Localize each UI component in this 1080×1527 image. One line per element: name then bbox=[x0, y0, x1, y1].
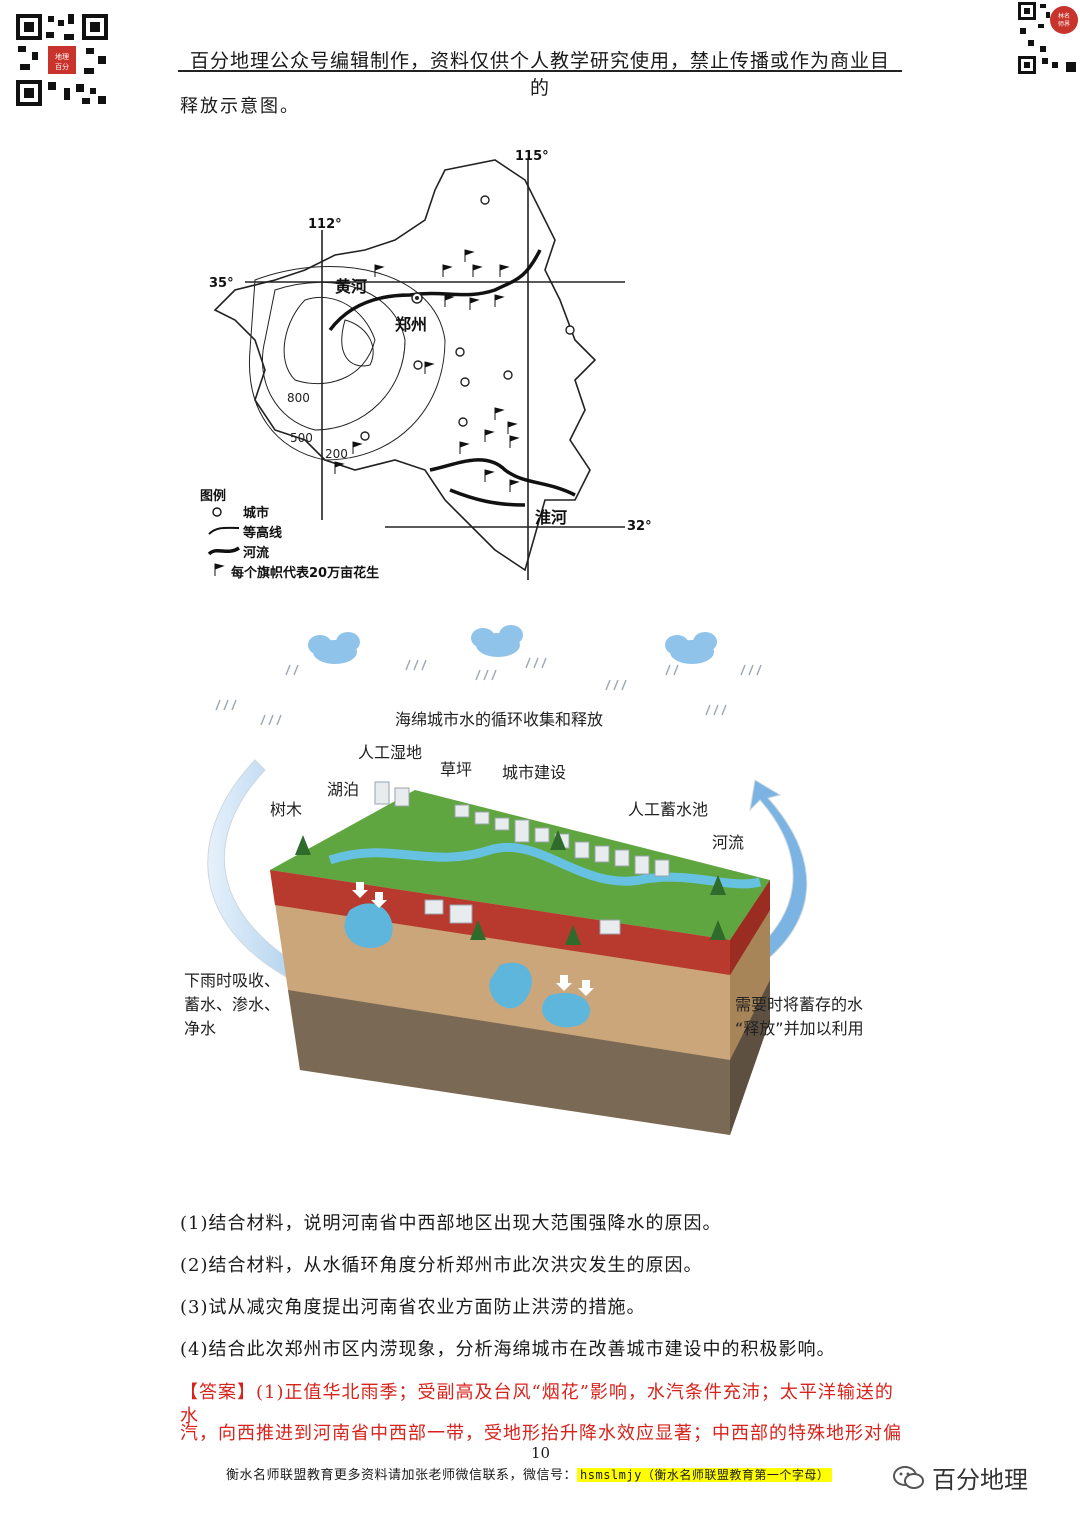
contour-500 bbox=[261, 281, 406, 431]
peanut-flag bbox=[494, 294, 505, 307]
contour-inner bbox=[341, 319, 374, 367]
city-marker bbox=[413, 360, 423, 370]
peanut-flag bbox=[424, 361, 435, 374]
header-rule bbox=[178, 70, 902, 72]
henan-map: 115° 112° 35° 32° 黄河 郑州 淮河 图例 城市 等高线 河流 … bbox=[200, 149, 652, 581]
svg-text:地理: 地理 bbox=[55, 52, 69, 61]
peanut-flag bbox=[484, 469, 495, 482]
legend-river-icon bbox=[207, 546, 240, 556]
huai-river-label: 淮河 bbox=[535, 508, 567, 527]
svg-text:林名: 林名 bbox=[1058, 12, 1070, 20]
peanut-flag bbox=[464, 249, 475, 262]
label-urban: 城市建设 bbox=[502, 763, 566, 782]
peanut-flag bbox=[509, 479, 520, 492]
label-left-2: 蓄水、渗水、 bbox=[184, 995, 280, 1014]
peanut-flag bbox=[494, 407, 505, 420]
footer-wechat-id: hsmslmjy（衡水名师联盟教育第一个字母） bbox=[577, 1468, 833, 1482]
sponge-title: 海绵城市水的循环收集和释放 bbox=[395, 710, 603, 729]
label-lake: 湖泊 bbox=[327, 780, 359, 799]
question-2: (2)结合材料，从水循环角度分析郑州市此次洪灾发生的原因。 bbox=[180, 1255, 703, 1276]
city-marker bbox=[503, 370, 513, 380]
cloud-icon bbox=[665, 632, 717, 664]
legend-city-icon bbox=[212, 507, 222, 517]
contour-200 bbox=[248, 266, 446, 461]
cloud-icon bbox=[471, 625, 523, 657]
rain-icon bbox=[215, 657, 762, 726]
infiltration-arrows bbox=[352, 882, 594, 996]
peanut-flag bbox=[507, 421, 518, 434]
peanut-flag bbox=[374, 264, 385, 277]
legend-contour-icon bbox=[208, 526, 240, 535]
svg-text:师界: 师界 bbox=[1058, 20, 1070, 28]
huai-river-branch bbox=[449, 488, 526, 507]
answer-line-1: 【答案】(1)正值华北雨季；受副高及台风“烟花”影响，水汽条件充沛；太平洋输送的… bbox=[180, 1382, 894, 1427]
peanut-flag bbox=[472, 264, 483, 277]
label-reservoir: 人工蓄水池 bbox=[628, 800, 708, 819]
brand-name: 百分地理 bbox=[932, 1466, 1028, 1494]
peanut-flag bbox=[499, 264, 510, 277]
lat-label-35: 35° bbox=[209, 276, 234, 291]
contour-label-800: 800 bbox=[287, 391, 310, 405]
legend-flag-icon bbox=[214, 563, 225, 576]
footer-note: 衡水名师联盟教育更多资料请加张老师微信联系，微信号：hsmslmjy（衡水名师联… bbox=[226, 1464, 833, 1483]
brand-watermark: 百分地理 bbox=[892, 1460, 1028, 1495]
label-lawn: 草坪 bbox=[440, 760, 472, 779]
yellow-river-label: 黄河 bbox=[335, 277, 367, 296]
legend-title: 图例 bbox=[200, 488, 226, 504]
peanut-flag bbox=[484, 429, 495, 442]
city-marker bbox=[455, 347, 465, 357]
legend-flag-label: 每个旗帜代表20万亩花生 bbox=[231, 565, 379, 581]
label-right-2: “释放”并加以利用 bbox=[735, 1019, 864, 1038]
peanut-flag bbox=[509, 435, 520, 448]
label-tree: 树木 bbox=[270, 800, 302, 819]
answer-line-2: 汽，向西推进到河南省中西部一带，受地形抬升降水效应显著；中西部的特殊地形对偏 bbox=[180, 1423, 902, 1444]
header-title: 百分地理公众号编辑制作，资料仅供个人教学研究使用，禁止传播或作为商业目的 bbox=[190, 50, 891, 99]
peanut-flag bbox=[459, 441, 470, 454]
building-cluster bbox=[374, 781, 670, 935]
question-1: (1)结合材料，说明河南省中西部地区出现大范围强降水的原因。 bbox=[180, 1213, 722, 1234]
contour-label-200: 200 bbox=[325, 447, 348, 461]
question-4: (4)结合此次郑州市区内涝现象，分析海绵城市在改善城市建设中的积极影响。 bbox=[180, 1339, 836, 1360]
qr-code-left: 地理 百分 bbox=[14, 12, 110, 108]
zhengzhou-label: 郑州 bbox=[395, 315, 427, 334]
lon-label-112: 112° bbox=[308, 217, 342, 232]
footer-text: 衡水名师联盟教育更多资料请加张老师微信联系，微信号： bbox=[226, 1468, 578, 1483]
peanut-flag bbox=[469, 297, 480, 310]
city-marker bbox=[458, 417, 468, 427]
sponge-city-diagram: 海绵城市水的循环收集和释放 人工湿地 草坪 城市建设 湖泊 树木 人工蓄水池 河… bbox=[184, 625, 864, 1135]
tree-icon bbox=[295, 830, 726, 945]
contour-label-500: 500 bbox=[290, 431, 313, 445]
legend-river-label: 河流 bbox=[243, 545, 269, 561]
huai-river bbox=[429, 458, 576, 497]
peanut-flag bbox=[352, 441, 363, 454]
svg-text:百分: 百分 bbox=[55, 62, 69, 71]
continuation-text: 释放示意图。 bbox=[180, 96, 300, 117]
label-wetland: 人工湿地 bbox=[358, 743, 422, 762]
peanut-flag bbox=[334, 461, 345, 474]
city-marker bbox=[360, 431, 370, 441]
city-marker bbox=[565, 325, 575, 335]
peanut-flag bbox=[442, 264, 453, 277]
lat-label-32: 32° bbox=[627, 519, 652, 534]
yellow-river bbox=[328, 249, 542, 332]
label-river: 河流 bbox=[712, 833, 744, 852]
peanut-flag bbox=[444, 294, 455, 307]
qr-code-right: 林名 师界 bbox=[1016, 0, 1080, 76]
page-number: 10 bbox=[531, 1444, 551, 1462]
label-right-1: 需要时将蓄存的水 bbox=[735, 995, 863, 1014]
terrain-block bbox=[270, 781, 770, 1135]
province-outline bbox=[213, 159, 597, 572]
contour-800 bbox=[283, 296, 376, 385]
legend-contour-label: 等高线 bbox=[242, 525, 282, 541]
label-left-3: 净水 bbox=[184, 1019, 216, 1038]
wechat-icon bbox=[893, 1465, 924, 1489]
city-marker bbox=[460, 377, 470, 387]
city-marker bbox=[480, 195, 490, 205]
question-3: (3)试从减灾角度提出河南省农业方面防止洪涝的措施。 bbox=[180, 1297, 646, 1318]
lon-label-115: 115° bbox=[515, 149, 549, 164]
legend-city-label: 城市 bbox=[243, 505, 269, 521]
cloud-icon bbox=[308, 632, 360, 664]
label-left-1: 下雨时吸收、 bbox=[184, 971, 280, 990]
